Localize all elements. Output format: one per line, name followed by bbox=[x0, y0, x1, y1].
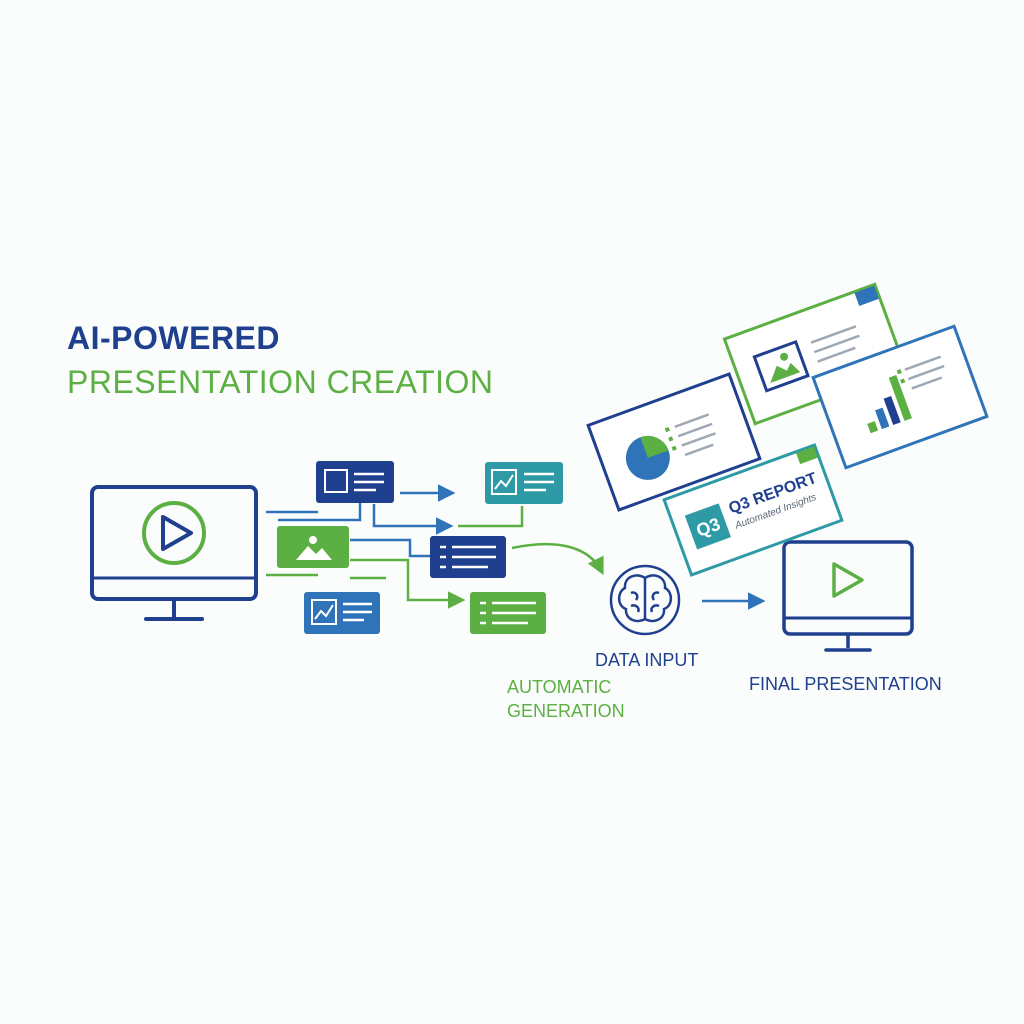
final-monitor bbox=[782, 540, 914, 652]
slide-bar-chart bbox=[811, 324, 989, 470]
card-text-blue bbox=[316, 461, 394, 503]
bar-chart-icon bbox=[867, 374, 912, 434]
slide-report: Q3 Q3 REPORT Automated Insights bbox=[662, 443, 844, 577]
page-title: AI-POWERED bbox=[67, 320, 280, 356]
data-input-label: DATA INPUT bbox=[595, 650, 699, 670]
brain-icon bbox=[609, 564, 681, 636]
connector-lines bbox=[266, 484, 766, 610]
automatic-generation-label-line2: GENERATION bbox=[507, 701, 625, 721]
play-icon bbox=[832, 562, 864, 598]
automatic-generation-label-line1: AUTOMATIC bbox=[507, 677, 612, 697]
card-image-green bbox=[277, 526, 349, 568]
slide-pie bbox=[586, 372, 762, 512]
play-icon bbox=[142, 501, 206, 565]
card-chart-blue bbox=[304, 592, 380, 634]
card-list-blue bbox=[430, 536, 506, 578]
pie-chart-icon bbox=[625, 435, 670, 480]
card-chart-teal bbox=[485, 462, 563, 504]
line-chart-icon bbox=[314, 604, 334, 620]
card-list-green bbox=[470, 592, 546, 634]
list-icon bbox=[440, 545, 496, 569]
page-subtitle: PRESENTATION CREATION bbox=[67, 364, 494, 400]
final-presentation-label: FINAL PRESENTATION bbox=[749, 674, 942, 694]
report-badge bbox=[684, 503, 731, 550]
image-icon bbox=[296, 536, 332, 560]
source-monitor bbox=[90, 485, 258, 621]
